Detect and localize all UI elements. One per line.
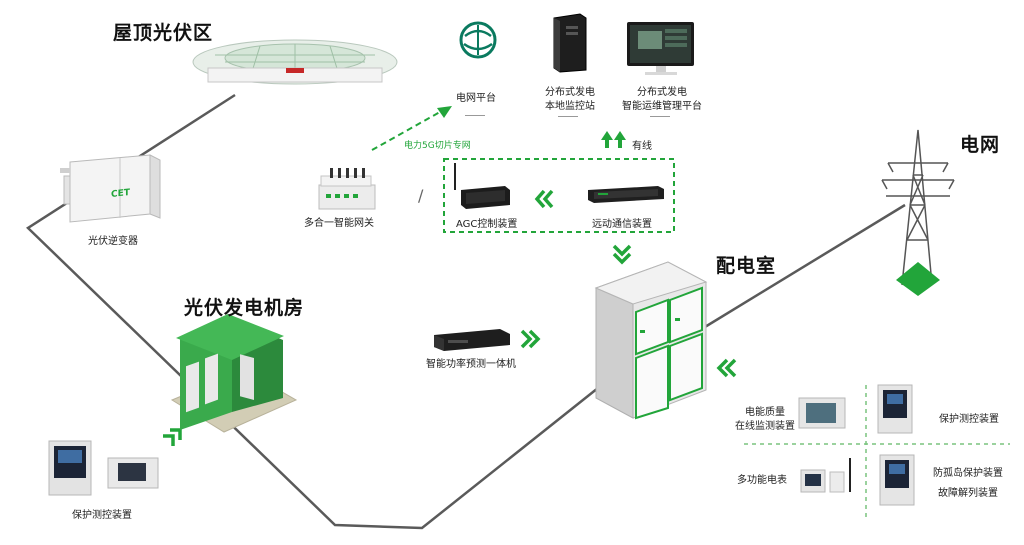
protection-device-left-image — [48, 440, 159, 496]
pq-monitor-label-line2: 在线监测装置 — [735, 421, 795, 432]
computer-tower-image — [553, 13, 587, 73]
multifunction-meter-label: 多功能电表 — [737, 475, 787, 486]
grid-title: 电网 — [960, 134, 1001, 156]
anti-islanding-label: 防孤岛保护装置 — [933, 468, 1003, 479]
monitor-station-label-line2: 本地监控站 — [545, 101, 595, 112]
monitor-image — [627, 22, 694, 75]
gateway-image — [318, 168, 376, 210]
inverter-label: 光伏逆变器 — [88, 236, 138, 247]
wired-label: 有线 — [632, 141, 652, 152]
comm-enclosure — [443, 158, 675, 233]
pq-monitor-label: 电能质量 在线监测装置 — [732, 406, 798, 434]
multifunction-meter-image — [800, 458, 851, 493]
grid-wiring-line — [699, 203, 906, 332]
grid-tower-image — [881, 129, 955, 286]
pq-monitor-image — [798, 397, 846, 429]
chevron-down-icon — [612, 244, 632, 265]
chevron-left-icon-room — [716, 358, 737, 378]
telecom-device-image — [588, 186, 664, 203]
power-room-cabinet-image — [594, 261, 708, 420]
chevron-right-icon-forecast — [520, 329, 541, 349]
inverter-image — [60, 154, 161, 223]
5g-network-label: 电力5G切片专网 — [404, 141, 471, 151]
power-room-title: 配电室 — [716, 255, 777, 277]
agc-label: AGC控制装置 — [456, 219, 518, 230]
rooftop-stadium-image — [192, 39, 398, 85]
protection-right-label: 保护测控装置 — [939, 414, 999, 425]
pq-monitor-label-line1: 电能质量 — [745, 407, 785, 418]
grid-company-logo — [459, 21, 497, 59]
rooftop-area-title: 屋顶光伏区 — [113, 22, 214, 44]
fault-splitting-label: 故障解列装置 — [938, 488, 998, 499]
monitor-station-underline — [558, 116, 578, 117]
om-platform-label-line1: 分布式发电 — [637, 87, 687, 98]
gateway-label: 多合一智能网关 — [304, 218, 374, 229]
inverter-brand-logo: CET — [111, 188, 130, 200]
forecast-label: 智能功率预测一体机 — [426, 359, 516, 370]
wired-up-arrows — [601, 131, 626, 148]
om-platform-label-line2: 智能运维管理平台 — [622, 101, 702, 112]
om-platform-underline — [650, 116, 670, 117]
agc-device-image — [454, 163, 510, 209]
protection-device-right-image — [877, 384, 913, 434]
chevron-up-right-icon — [163, 428, 182, 446]
5g-link-arrowhead — [437, 106, 452, 118]
forecast-device-image — [434, 329, 510, 351]
grid-tower-base — [896, 262, 940, 296]
pv-room-title: 光伏发电机房 — [184, 297, 305, 319]
anti-islanding-device-image — [879, 454, 915, 506]
monitor-station-label-line1: 分布式发电 — [545, 87, 595, 98]
pv-room-building-image — [170, 314, 298, 433]
gateway-separator: / — [418, 186, 424, 205]
chevron-left-icon-agc — [534, 189, 554, 209]
grid-platform-label: 电网平台 — [456, 93, 496, 104]
monitor-station-label: 分布式发电 本地监控站 — [540, 86, 600, 114]
om-platform-label: 分布式发电 智能运维管理平台 — [614, 86, 710, 114]
telecom-label: 远动通信装置 — [592, 219, 652, 230]
protection-left-label: 保护测控装置 — [72, 510, 132, 521]
grid-platform-underline — [465, 115, 485, 116]
5g-link-line — [371, 111, 441, 151]
